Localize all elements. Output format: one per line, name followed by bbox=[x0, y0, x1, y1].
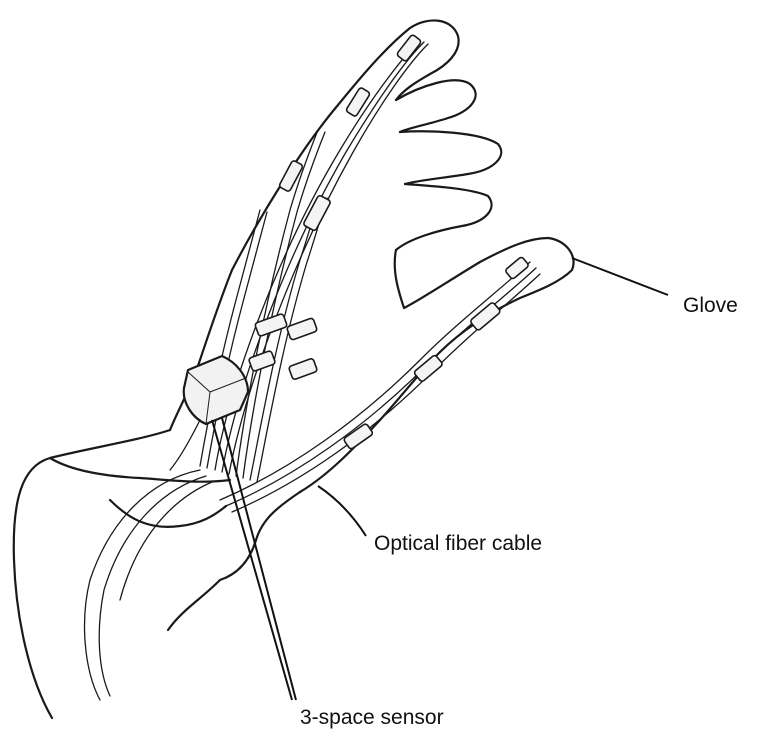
little-finger bbox=[396, 184, 492, 250]
clamp bbox=[413, 354, 443, 382]
wrist-bottom bbox=[168, 580, 220, 630]
sensor-cable bbox=[170, 420, 200, 470]
thumb-underside bbox=[220, 492, 300, 580]
glove-leader bbox=[572, 258, 668, 295]
sensor-block bbox=[170, 356, 248, 470]
palm-edge bbox=[395, 238, 548, 308]
ring-finger bbox=[400, 131, 501, 184]
optical-fiber-cable-label: Optical fiber cable bbox=[374, 533, 542, 554]
fiber-little-2 bbox=[207, 212, 267, 468]
fiber-middle-1 bbox=[236, 130, 318, 476]
clamp bbox=[248, 350, 275, 371]
wrist-cuff-inner bbox=[50, 458, 230, 482]
fiber-index-3 bbox=[229, 44, 428, 474]
clamp bbox=[303, 195, 331, 232]
index-finger bbox=[232, 20, 459, 270]
clamp bbox=[470, 302, 501, 331]
sensor-leader-2 bbox=[222, 418, 296, 700]
clamp bbox=[288, 358, 317, 380]
fiber-exit-3 bbox=[120, 482, 212, 600]
cable-clamps bbox=[248, 34, 529, 450]
glove-label: Glove bbox=[683, 295, 738, 316]
fiber-leader bbox=[318, 486, 366, 536]
sensor-leader-1 bbox=[212, 420, 292, 700]
clamp bbox=[343, 423, 373, 450]
clamp bbox=[279, 160, 304, 192]
three-space-sensor-label: 3-space sensor bbox=[300, 707, 444, 728]
fiber-exit-2 bbox=[99, 476, 206, 696]
clamp bbox=[505, 256, 530, 279]
